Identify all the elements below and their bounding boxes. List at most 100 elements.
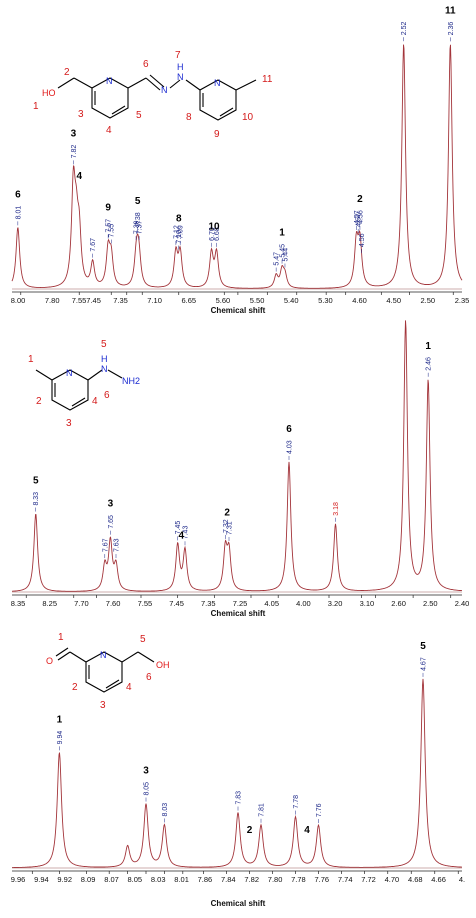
atom-number: 8 bbox=[186, 112, 192, 123]
atom-number: 2 bbox=[36, 396, 42, 407]
assignment-label: 8 bbox=[176, 214, 182, 225]
x-tick-label: 7.80 bbox=[45, 296, 60, 305]
atom-number: 4 bbox=[106, 125, 112, 136]
x-tick-label: 5.60 bbox=[216, 296, 231, 305]
imine-bond bbox=[145, 77, 161, 91]
atom-number: 6 bbox=[143, 59, 149, 70]
peak-label: 7.76 bbox=[316, 803, 323, 817]
peak-label: 4.57 bbox=[354, 210, 361, 224]
atom-number: 6 bbox=[146, 672, 152, 683]
bond bbox=[137, 651, 155, 663]
x-tick-label: 2.35 bbox=[455, 296, 470, 305]
x-tick-label: 9.94 bbox=[34, 875, 49, 884]
x-tick-label: 8.01 bbox=[174, 875, 189, 884]
x-tick-label: 5.30 bbox=[318, 296, 333, 305]
peak-label: 5.47 bbox=[274, 252, 281, 266]
x-tick-label: 8.25 bbox=[42, 599, 57, 608]
peak-label: 7.55 bbox=[109, 224, 116, 238]
x-tick-label: 6.65 bbox=[181, 296, 196, 305]
assignment-label: 4 bbox=[76, 171, 82, 182]
atom-n: N bbox=[214, 78, 221, 88]
structure-3: N O OH 1 2 3 4 5 6 bbox=[46, 632, 170, 711]
atom-number: 9 bbox=[214, 129, 220, 140]
peak-label: 7.65 bbox=[108, 515, 115, 529]
atom-o: O bbox=[46, 656, 53, 666]
atom-number: 3 bbox=[78, 109, 84, 120]
assignment-label: 2 bbox=[357, 194, 363, 205]
x-tick-label: 4.05 bbox=[264, 599, 279, 608]
peak-label: 7.37 bbox=[137, 220, 144, 234]
bond bbox=[107, 369, 123, 379]
peak-label: 7.31 bbox=[227, 521, 234, 535]
peak-label: 4.57 bbox=[356, 213, 363, 227]
x-axis-label: Chemical shift bbox=[211, 306, 266, 315]
spectrum-line bbox=[11, 44, 463, 289]
x-tick-label: 2.50 bbox=[423, 599, 438, 608]
peak-label: 7.67 bbox=[90, 238, 97, 252]
atom-number: 2 bbox=[72, 682, 78, 693]
peak-label: 7.63 bbox=[114, 538, 121, 552]
double-bond bbox=[105, 679, 120, 689]
x-tick-label: 7.84 bbox=[221, 875, 236, 884]
bond bbox=[35, 369, 53, 381]
x-tick-label: 7.70 bbox=[74, 599, 89, 608]
spectrum-line bbox=[12, 678, 462, 869]
assignment-label: 6 bbox=[286, 424, 292, 435]
peak-labels: 9.948.058.037.837.817.787.764.67 bbox=[57, 657, 428, 824]
atom-number: 6 bbox=[104, 390, 110, 401]
peak-label: 7.67 bbox=[102, 538, 109, 552]
assignment-label: 10 bbox=[208, 221, 220, 232]
x-tick-label: 7.35 bbox=[113, 296, 128, 305]
atom-n: N bbox=[177, 72, 184, 82]
atom-number: 3 bbox=[66, 418, 72, 429]
x-tick-label: 2.40 bbox=[455, 599, 470, 608]
assignment-label: 3 bbox=[143, 766, 149, 777]
peak-label: 4.56 bbox=[357, 210, 364, 224]
double-bond bbox=[111, 105, 126, 115]
atom-number: 5 bbox=[101, 339, 107, 350]
atom-hydroxyl: OH bbox=[156, 660, 170, 670]
atom-number: 4 bbox=[92, 396, 98, 407]
bond bbox=[73, 77, 93, 89]
x-tick-label: 3.10 bbox=[360, 599, 375, 608]
atom-number: 2 bbox=[64, 67, 70, 78]
peak-label: 7.57 bbox=[106, 219, 113, 233]
peak-label: 7.43 bbox=[183, 526, 190, 540]
x-tick-label: 8.07 bbox=[104, 875, 119, 884]
x-tick-label: 8.03 bbox=[151, 875, 166, 884]
peak-label: 8.03 bbox=[162, 803, 169, 817]
x-tick-label: 8.05 bbox=[127, 875, 142, 884]
peak-label: 7.83 bbox=[236, 791, 243, 805]
peak-label: 2.46 bbox=[426, 357, 433, 371]
bond bbox=[121, 651, 139, 663]
x-tick-label: 8.09 bbox=[81, 875, 96, 884]
x-tick-label: 7.72 bbox=[361, 875, 376, 884]
x-tick-label: 4.66 bbox=[431, 875, 446, 884]
peak-label: 8.33 bbox=[33, 492, 40, 506]
bond bbox=[185, 79, 201, 91]
x-tick-label: 5.40 bbox=[284, 296, 299, 305]
assignment-label: 1 bbox=[279, 228, 285, 239]
atom-number: 1 bbox=[28, 354, 34, 365]
structure-2: N N H NH2 1 2 3 4 5 6 bbox=[28, 339, 140, 429]
assignment-label: 2 bbox=[224, 507, 230, 518]
peak-label: 4.56 bbox=[359, 233, 366, 247]
x-tick-label: 4.00 bbox=[296, 599, 311, 608]
assignment-label: 3 bbox=[108, 499, 114, 510]
x-tick-label: 7.55 bbox=[138, 599, 153, 608]
structure-1: N N N H N HO 1 2 3 4 5 6 7 8 9 10 11 bbox=[33, 50, 273, 140]
peak-label: 6.68 bbox=[214, 227, 221, 241]
assignment-label: 9 bbox=[105, 202, 111, 213]
x-tick-label: 7.86 bbox=[198, 875, 213, 884]
x-tick-label: 4.60 bbox=[352, 296, 367, 305]
x-tick-label: 4.70 bbox=[385, 875, 400, 884]
x-tick-label: 7.10 bbox=[147, 296, 162, 305]
peak-label: 4.67 bbox=[421, 657, 428, 671]
x-tick-label: 7.82 bbox=[244, 875, 259, 884]
